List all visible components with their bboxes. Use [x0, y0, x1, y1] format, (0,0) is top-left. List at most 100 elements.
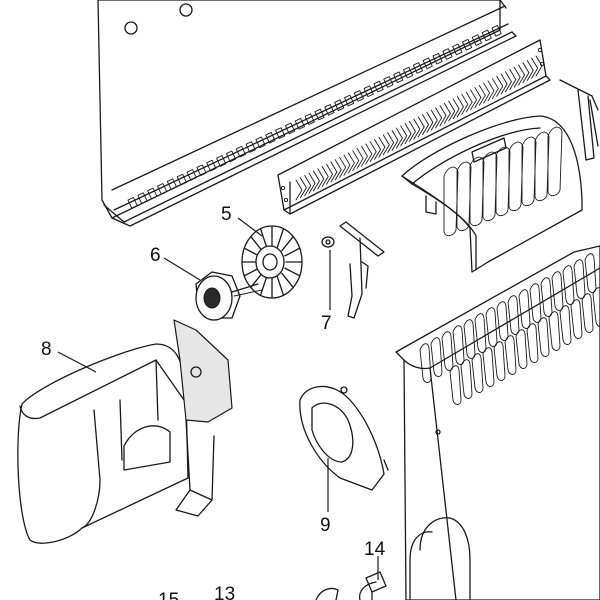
panel-slot	[432, 52, 443, 65]
fan-blade	[259, 276, 268, 296]
element-fin	[470, 89, 477, 111]
body-slot	[419, 343, 432, 383]
body-slot	[570, 299, 583, 339]
cap-rib	[547, 126, 563, 197]
panel-slot	[157, 183, 168, 195]
panel-slot	[137, 192, 148, 204]
element-fin	[295, 179, 303, 201]
panel-slot	[412, 62, 423, 74]
body-slot	[452, 325, 465, 365]
element-fin	[356, 147, 364, 169]
fan-motor	[195, 271, 263, 321]
body-slot	[504, 335, 517, 375]
body-slot	[592, 287, 600, 327]
grille-cap	[401, 115, 583, 273]
element-fin	[299, 177, 307, 199]
connector-part	[315, 571, 387, 600]
panel-slot	[166, 178, 178, 191]
fan-blade	[276, 228, 285, 248]
cap-rib	[469, 156, 485, 227]
panel-slot	[353, 90, 364, 102]
callout-9: 9	[320, 515, 331, 536]
panel-slot	[275, 127, 286, 139]
body-slot	[540, 277, 553, 317]
element-fin	[535, 55, 543, 77]
body-slot	[463, 319, 476, 359]
element-fin	[334, 159, 342, 181]
panel-slot	[176, 173, 187, 186]
panel-slot	[343, 94, 355, 107]
element-fin	[526, 60, 534, 81]
body-slot	[441, 331, 454, 371]
panel-slot	[186, 169, 197, 181]
element-fin	[365, 143, 373, 165]
heater-body	[395, 245, 600, 600]
cap-rib	[443, 166, 459, 237]
fan-blade	[276, 276, 285, 296]
thermostat-clip	[339, 221, 385, 319]
panel-slot	[284, 122, 296, 135]
cap-rib	[456, 161, 472, 232]
body-slot	[482, 347, 495, 387]
panel-slot	[491, 25, 502, 37]
element-fin	[496, 75, 504, 97]
body-slot	[460, 359, 473, 399]
panel-slot	[373, 80, 384, 93]
body-slot	[529, 283, 542, 323]
element-fin	[391, 129, 399, 151]
element-fin	[448, 100, 456, 122]
heating-element	[277, 39, 551, 215]
fan-blade	[281, 235, 294, 252]
element-fin	[430, 109, 438, 131]
element-fin	[374, 138, 381, 160]
panel-slot	[216, 155, 227, 167]
leader-lines	[57, 217, 379, 580]
callout-15: 15	[158, 590, 179, 600]
element-fin	[326, 163, 333, 185]
element-fin	[317, 168, 325, 190]
element-fin	[400, 125, 408, 147]
callout-7: 7	[321, 313, 332, 334]
body-slot	[496, 301, 509, 341]
fan-blade	[281, 272, 294, 289]
element-fin	[369, 141, 377, 163]
body-slot	[518, 289, 531, 329]
element-fin	[474, 87, 482, 109]
panel-slot	[206, 159, 217, 172]
body-slot	[551, 271, 564, 311]
body-slot	[507, 295, 520, 335]
element-fin	[491, 78, 499, 99]
element-fin	[518, 64, 525, 86]
element-fin	[422, 114, 429, 136]
element-fin	[500, 73, 508, 95]
element-fin	[409, 120, 416, 142]
element-fin	[339, 157, 347, 178]
panel-slot	[127, 197, 138, 209]
fan-blade	[284, 247, 301, 257]
panel-slot	[294, 117, 305, 130]
element-fin	[308, 172, 316, 194]
fan-blade	[259, 228, 268, 248]
element-fin	[387, 132, 395, 154]
element-fin	[395, 127, 403, 149]
panel-slot	[235, 145, 246, 158]
body-slot	[537, 317, 550, 357]
element-fin	[313, 170, 320, 192]
panel-slot	[363, 85, 374, 98]
panel-slot	[393, 71, 404, 84]
panel-slot	[324, 104, 335, 116]
cap-rib	[508, 141, 524, 212]
panel-slot	[452, 43, 463, 56]
body-slot	[430, 337, 443, 377]
element-fin	[483, 82, 491, 104]
body-slot	[562, 265, 575, 305]
element-fin	[531, 57, 539, 79]
panel-slot	[403, 66, 414, 79]
body-slot	[449, 365, 462, 405]
element-fin	[509, 69, 517, 90]
panel-slot	[304, 113, 315, 125]
panel-slot	[442, 48, 453, 60]
element-fin	[465, 91, 473, 113]
element-fin	[439, 105, 447, 127]
callout-8: 8	[41, 339, 52, 360]
